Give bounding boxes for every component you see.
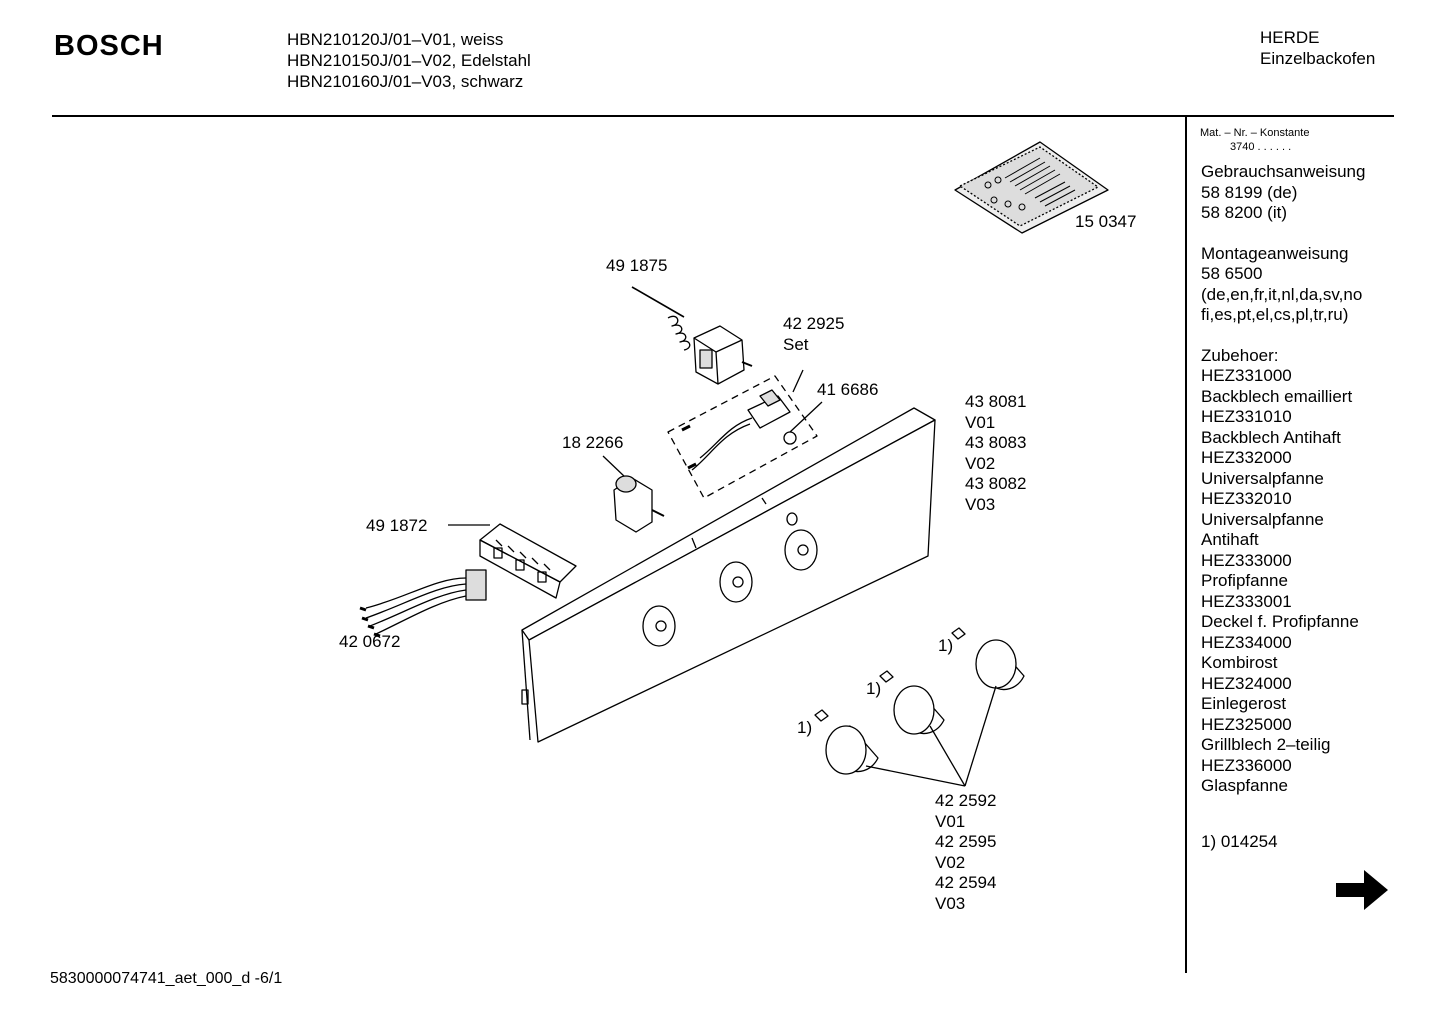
material-number-label: Mat. – Nr. – Konstante: [1200, 127, 1310, 139]
panel-knob-hole: [642, 605, 676, 647]
side-line: HEZ324000: [1201, 673, 1292, 693]
side-line: 58 6500: [1201, 264, 1263, 283]
part-variant: V01: [935, 811, 966, 831]
part-variant: V01: [965, 412, 996, 432]
model-line: HBN210120J/01–V01, weiss: [287, 30, 504, 49]
side-line: Montageanweisung: [1201, 243, 1349, 263]
sidebar-divider: [1185, 117, 1187, 973]
part-label-49-1875: 49 1875: [606, 256, 668, 275]
side-line: Universalpfanne: [1201, 468, 1324, 488]
side-line: Backblech emailliert: [1201, 386, 1353, 406]
side-line: HEZ325000: [1201, 714, 1292, 734]
next-page-arrow-icon[interactable]: [1334, 868, 1390, 912]
part-number: 43 8082: [965, 474, 1027, 493]
part-label-42-0672: 42 0672: [339, 632, 401, 651]
knob-drawing: [951, 627, 1025, 691]
part-number: 43 8083: [965, 433, 1027, 452]
switch-18-2266-drawing: [602, 455, 665, 533]
side-line: HEZ334000: [1201, 632, 1292, 652]
side-line: fi,es,pt,el,cs,pl,tr,ru): [1201, 305, 1349, 324]
sidebar-documents: Gebrauchsanweisung 58 8199 (de) 58 8200 …: [1201, 162, 1365, 817]
footnote: 1) 014254: [1201, 832, 1278, 851]
part-label-49-1872: 49 1872: [366, 516, 428, 535]
side-line: Universalpfanne: [1201, 509, 1324, 529]
model-line: HBN210150J/01–V02, Edelstahl: [287, 51, 531, 70]
part-label-panel-variants: 43 8081 V01 43 8083 V02 43 8082 V03: [965, 392, 1026, 515]
side-line: Einlegerost: [1201, 694, 1287, 713]
side-line: HEZ331010: [1201, 407, 1292, 426]
part-label-knob-variants: 42 2592 V01 42 2595 V02 42 2594 V03: [935, 791, 996, 914]
panel-knob-hole: [784, 529, 818, 571]
part-number: 43 8081: [965, 392, 1027, 411]
side-line: Profipfanne: [1201, 571, 1288, 590]
part-variant: V02: [965, 453, 996, 473]
side-line: HEZ336000: [1201, 755, 1292, 775]
footnote-mark: 1): [866, 679, 882, 698]
side-line: HEZ332000: [1201, 448, 1292, 467]
part-label-15-0347: 15 0347: [1075, 212, 1137, 231]
part-variant: V03: [965, 494, 996, 514]
side-line: 58 8199 (de): [1201, 182, 1298, 202]
part-number: 42 2595: [935, 832, 997, 851]
document-id: 5830000074741_aet_000_d -6/1: [50, 970, 283, 987]
category-line: Einzelbackofen: [1260, 49, 1376, 68]
part-label-41-6686: 41 6686: [817, 380, 879, 399]
user-manual-block: Gebrauchsanweisung 58 8199 (de) 58 8200 …: [1201, 162, 1365, 224]
side-line: Backblech Antihaft: [1201, 427, 1341, 447]
footnote-mark: 1): [797, 718, 813, 737]
part-variant: V03: [935, 893, 966, 913]
model-list: HBN210120J/01–V01, weiss HBN210150J/01–V…: [287, 29, 531, 92]
side-line: HEZ333000: [1201, 550, 1292, 570]
model-line: HBN210160J/01–V03, schwarz: [287, 72, 524, 91]
terminal-block-49-1872-drawing: [448, 523, 577, 599]
cable-42-0672-drawing: [359, 569, 487, 638]
category-line: HERDE: [1260, 28, 1320, 47]
side-line: (de,en,fr,it,nl,da,sv,no: [1201, 284, 1363, 304]
footnote-mark: 1): [938, 636, 954, 655]
side-line: Glaspfanne: [1201, 776, 1288, 795]
side-line: Grillblech 2–teilig: [1201, 735, 1331, 754]
material-number: Mat. – Nr. – Konstante 3740 . . . . . .: [1200, 126, 1309, 154]
set-42-2925-drawing: [667, 369, 823, 499]
side-line: Deckel f. Profipfanne: [1201, 612, 1359, 631]
sensor-49-1875-drawing: [631, 286, 753, 385]
control-panel-drawing: [521, 407, 936, 743]
side-line: HEZ332010: [1201, 489, 1292, 508]
side-line: HEZ331000: [1201, 366, 1292, 385]
side-line: Kombirost: [1201, 653, 1278, 672]
side-line: Antihaft: [1201, 530, 1259, 549]
screw-bag-drawing: [954, 141, 1109, 234]
side-line: Zubehoer:: [1201, 345, 1279, 365]
installation-manual-block: Montageanweisung 58 6500 (de,en,fr,it,nl…: [1201, 244, 1365, 326]
material-number-constant: 3740 . . . . . .: [1230, 141, 1292, 153]
knob-drawing: [814, 709, 879, 775]
part-variant: V02: [935, 852, 966, 872]
accessories-block: Zubehoer: HEZ331000 Backblech emailliert…: [1201, 346, 1365, 797]
part-number: 42 2592: [935, 791, 997, 810]
product-category: HERDE Einzelbackofen: [1260, 27, 1375, 69]
knob-leader-lines: [865, 685, 997, 787]
part-number: 42 2925: [783, 314, 845, 333]
side-line: HEZ333001: [1201, 591, 1292, 611]
panel-knob-hole: [719, 561, 753, 603]
brand-logo: BOSCH: [54, 30, 164, 62]
part-number: 42 2594: [935, 873, 997, 892]
knob-drawing: [879, 670, 945, 735]
side-line: Gebrauchsanweisung: [1201, 162, 1366, 181]
part-label-42-2925: 42 2925 Set: [783, 314, 844, 355]
part-note: Set: [783, 334, 809, 354]
side-line: 58 8200 (it): [1201, 203, 1287, 222]
part-label-18-2266: 18 2266: [562, 433, 624, 452]
header-divider: [52, 115, 1394, 117]
